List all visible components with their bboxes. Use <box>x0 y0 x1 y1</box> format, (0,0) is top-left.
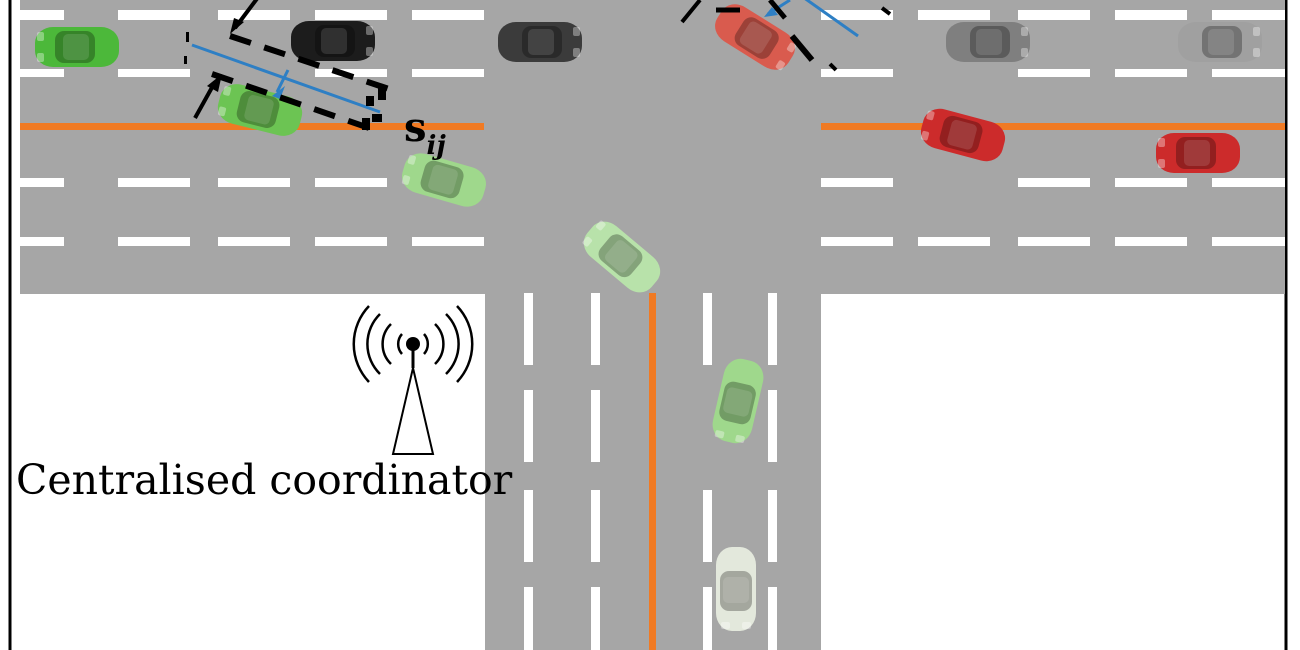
spacing-symbol: s <box>404 104 427 151</box>
lane-markings-right <box>821 10 1285 246</box>
centerline-east <box>821 123 1285 130</box>
horizontal-road <box>20 0 1285 294</box>
lane-markings-vertical <box>524 293 777 650</box>
vehicle-red-far-east <box>1156 133 1240 173</box>
lane-markings-left <box>20 10 484 246</box>
vehicle-light-grey-east <box>1178 22 1262 62</box>
centerline-south <box>649 293 656 650</box>
spacing-annotation-west <box>184 0 393 133</box>
vehicle-green-west <box>35 27 119 67</box>
vehicle-grey-east <box>946 22 1030 62</box>
spacing-subscript: ij <box>426 131 446 161</box>
vehicle-white-south <box>716 547 756 631</box>
vehicle-dark-grey <box>498 22 582 62</box>
coordinator-label: Centralised coordinator <box>16 456 513 504</box>
spacing-annotation-north <box>680 0 892 72</box>
radio-tower-icon <box>352 305 474 455</box>
vehicle-black-leader <box>291 21 375 61</box>
spacing-label: sij <box>404 104 446 161</box>
